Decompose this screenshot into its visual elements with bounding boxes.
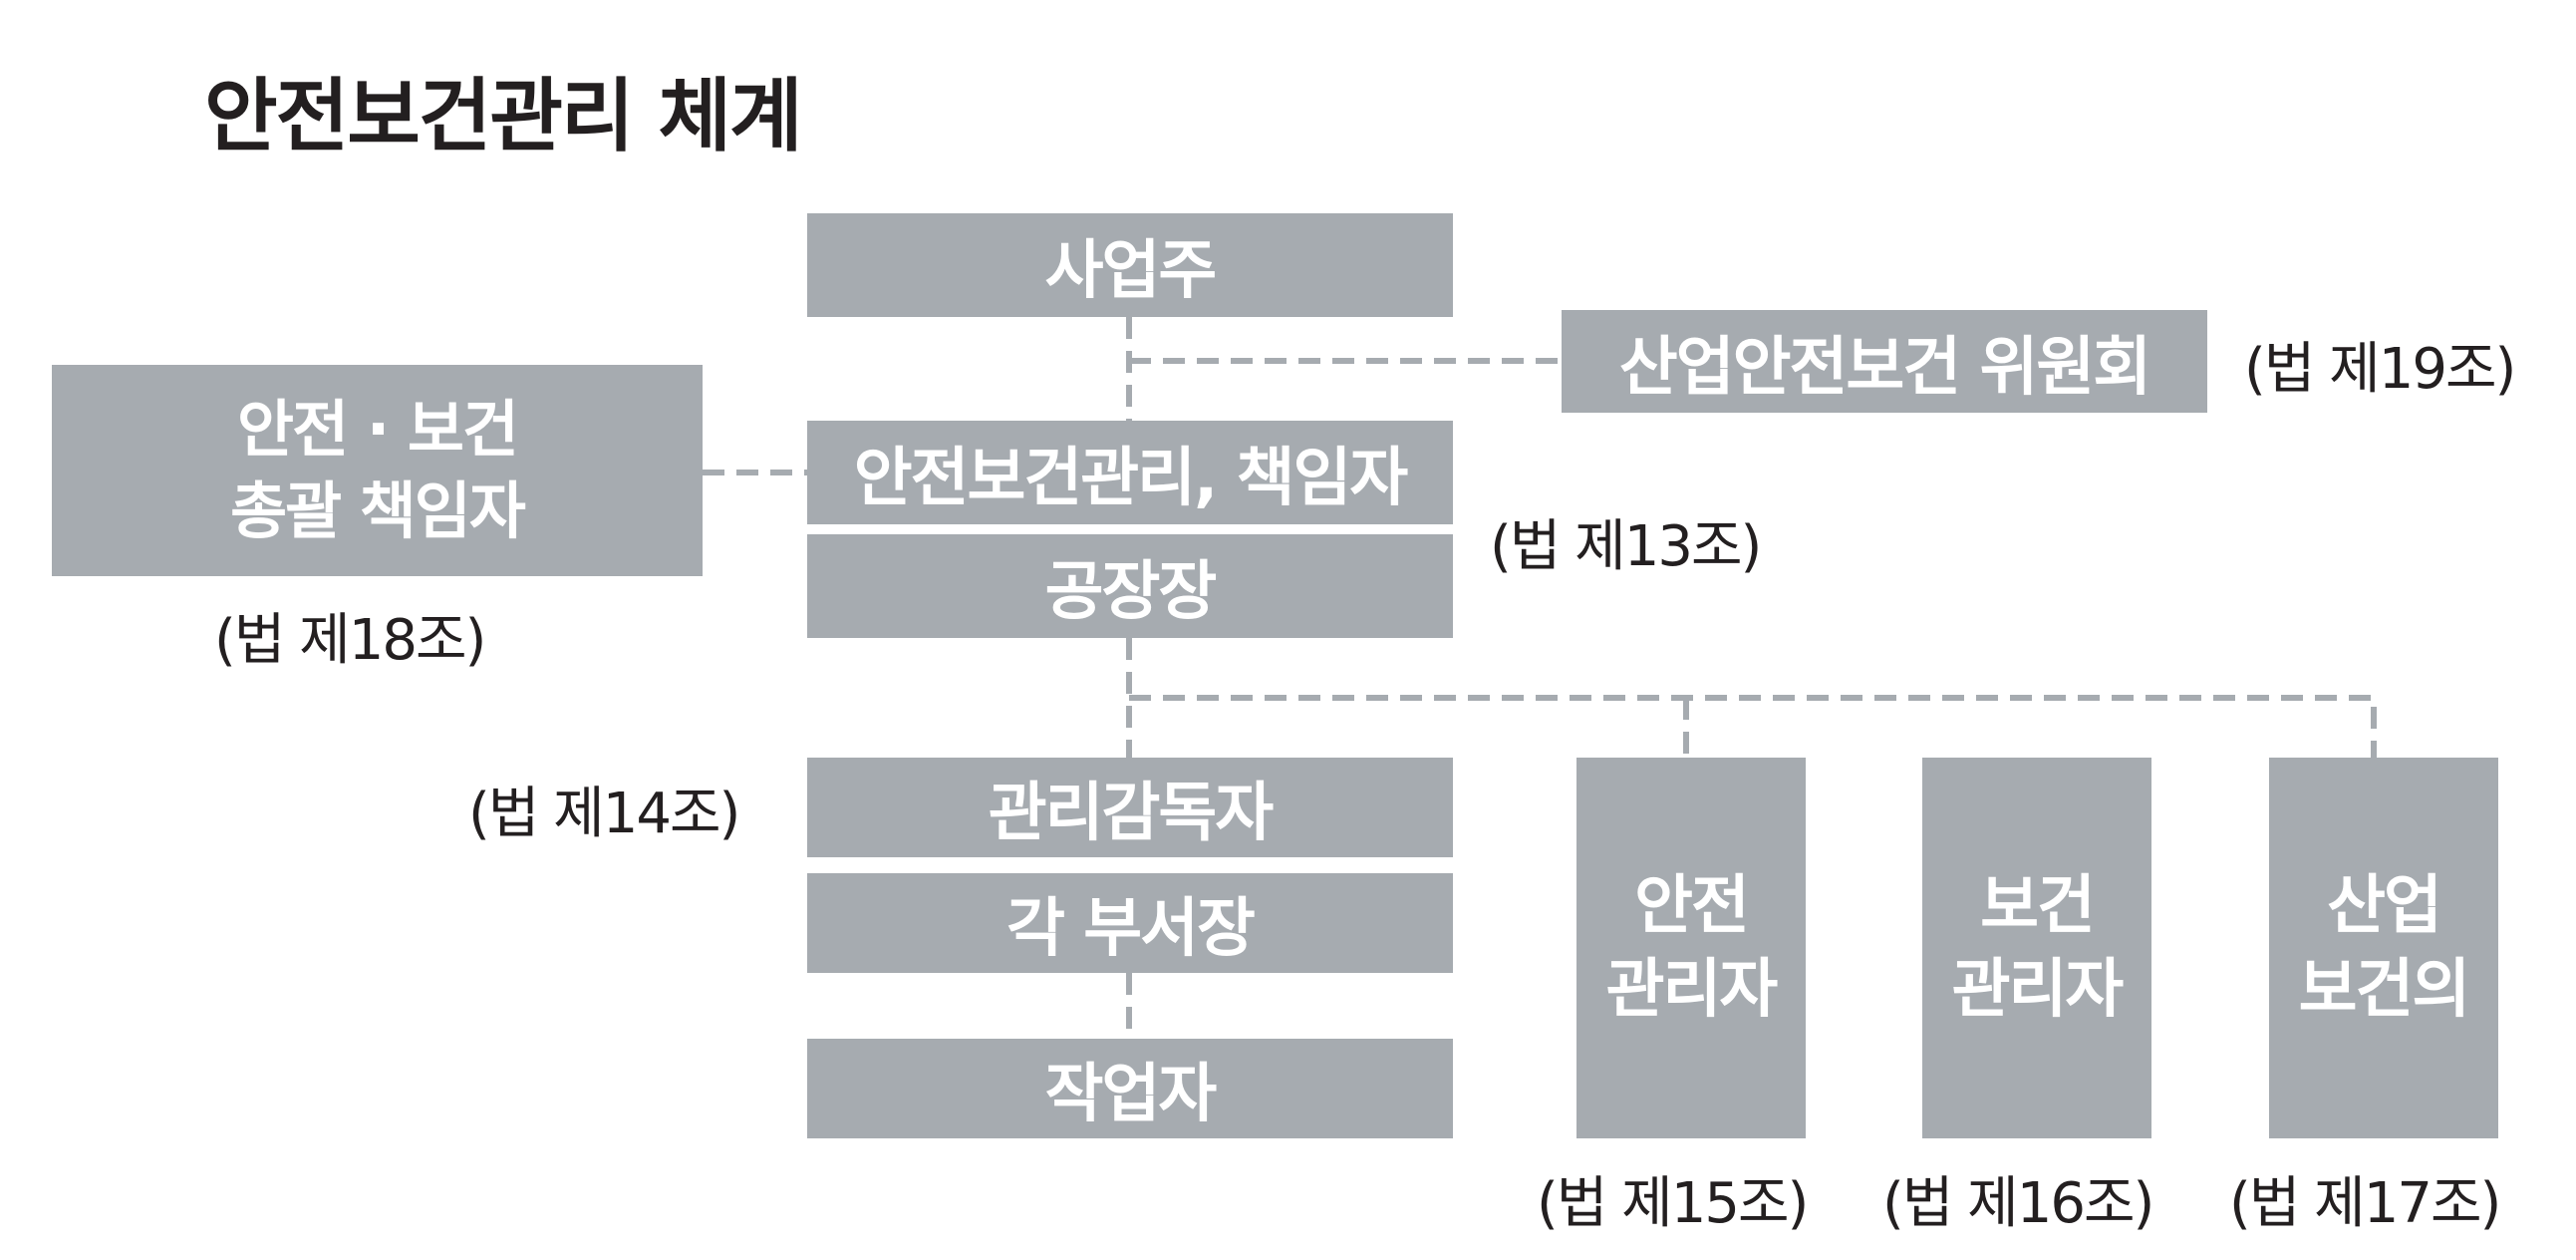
manager-box: 안전보건관리, 책임자	[807, 421, 1453, 524]
supervisor-box: 관리감독자	[807, 758, 1453, 857]
safety-manager-law-note: (법 제15조)	[1537, 1171, 1809, 1236]
committee-label: 산업안전보건 위원회	[1618, 330, 2151, 405]
general-manager-box: 안전 · 보건 총괄 책임자	[52, 365, 703, 576]
health-manager-label-line2: 관리자	[1951, 953, 2125, 1027]
general-manager-law-note: (법 제18조)	[214, 608, 486, 673]
committee-law-note: (법 제19조)	[2244, 337, 2516, 402]
department-heads-box: 각 부서장	[807, 873, 1453, 973]
manager-label: 안전보건관리, 책임자	[853, 442, 1409, 515]
health-manager-box: 보건 관리자	[1922, 758, 2151, 1138]
supervisor-label: 관리감독자	[988, 777, 1274, 850]
owner-label: 사업주	[1044, 234, 1218, 308]
safety-manager-box: 안전 관리자	[1576, 758, 1806, 1138]
workers-label: 작업자	[1044, 1058, 1218, 1131]
safety-manager-label-line1: 안전	[1634, 869, 1750, 943]
occupational-physician-label-line1: 산업	[2327, 869, 2442, 943]
department-heads-label: 각 부서장	[1006, 892, 1256, 966]
committee-box: 산업안전보건 위원회	[1562, 310, 2207, 413]
connector-staff-branch	[1129, 695, 2377, 758]
supervisor-law-note: (법 제14조)	[468, 782, 740, 846]
owner-box: 사업주	[807, 213, 1453, 317]
workers-box: 작업자	[807, 1039, 1453, 1138]
page-title: 안전보건관리 체계	[204, 70, 803, 162]
occupational-physician-label-line2: 보건의	[2298, 953, 2471, 1027]
general-manager-label-line1: 안전 · 보건	[237, 393, 519, 466]
manager-law-note: (법 제13조)	[1490, 514, 1762, 579]
health-manager-law-note: (법 제16조)	[1882, 1171, 2154, 1236]
occupational-physician-law-note: (법 제17조)	[2229, 1171, 2501, 1236]
general-manager-label-line2: 총괄 책임자	[230, 474, 526, 547]
safety-manager-label-line2: 관리자	[1605, 953, 1779, 1027]
factory-manager-box: 공장장	[807, 534, 1453, 638]
health-manager-label-line1: 보건	[1980, 869, 2096, 943]
factory-manager-label: 공장장	[1044, 555, 1218, 629]
occupational-physician-box: 산업 보건의	[2269, 758, 2498, 1138]
